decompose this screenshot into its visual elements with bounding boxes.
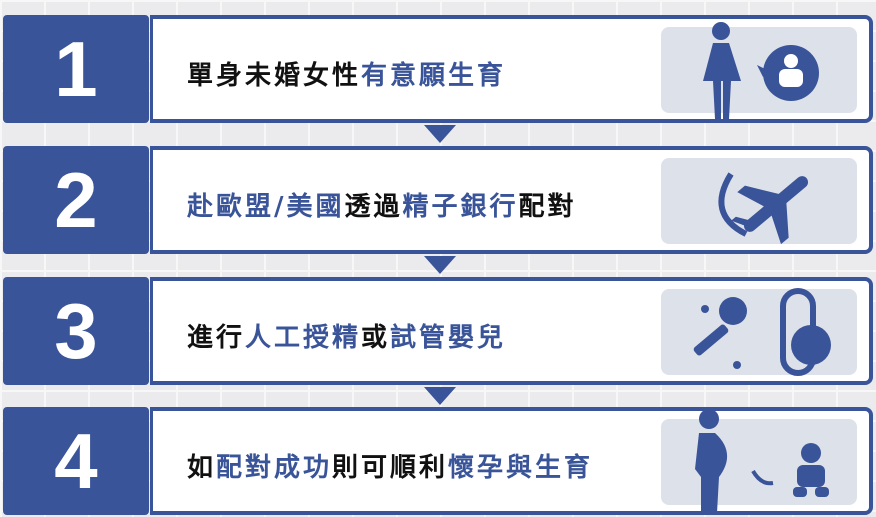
text-segment-highlight: 人工授精 xyxy=(245,323,362,353)
text-segment: 或 xyxy=(361,323,391,353)
step-card: 如配對成功則可順利懷孕與生育 xyxy=(150,407,873,515)
text-segment-highlight: 懷孕與生育 xyxy=(448,453,594,483)
down-arrow-icon xyxy=(424,125,456,143)
text-segment: 則可順利 xyxy=(332,453,449,483)
text-segment-highlight: 精子銀行 xyxy=(402,192,519,222)
step-number: 1 xyxy=(3,15,149,123)
text-segment-highlight: 有意願生育 xyxy=(361,61,507,91)
step-2: 2 赴歐盟/美國透過精子銀行配對 xyxy=(3,146,873,254)
step-text: 赴歐盟/美國透過精子銀行配對 xyxy=(187,186,577,223)
icon-panel xyxy=(661,158,857,245)
step-card: 進行人工授精或試管嬰兒 xyxy=(150,277,873,385)
icon-panel xyxy=(661,288,857,376)
airplane-icon xyxy=(718,172,809,245)
step-text: 進行人工授精或試管嬰兒 xyxy=(187,317,506,354)
step-text: 如配對成功則可順利懷孕與生育 xyxy=(187,447,593,484)
text-segment-highlight: 試管嬰兒 xyxy=(390,323,507,353)
text-segment: 如 xyxy=(187,453,217,483)
down-arrow-icon xyxy=(424,387,456,405)
text-segment: 配對 xyxy=(518,192,577,222)
woman-baby-icon xyxy=(703,22,819,119)
pregnant-baby-icon xyxy=(695,409,829,513)
step-number: 2 xyxy=(3,146,149,254)
icon-panel xyxy=(661,409,857,513)
step-number: 4 xyxy=(3,407,149,515)
icon-panel xyxy=(661,22,857,119)
text-segment-highlight: 赴歐盟/美國 xyxy=(187,192,345,222)
text-segment: 進行 xyxy=(187,323,246,353)
step-1: 1 單身未婚女性有意願生育 xyxy=(3,15,873,123)
step-4: 4 如配對成功則可順利懷孕與生育 xyxy=(3,407,873,515)
step-text: 單身未婚女性有意願生育 xyxy=(187,55,506,92)
step-card: 赴歐盟/美國透過精子銀行配對 xyxy=(150,146,873,254)
down-arrow-icon xyxy=(424,256,456,274)
insemination-ivf-icon xyxy=(693,288,831,376)
step-number: 3 xyxy=(3,277,149,385)
text-segment: 單身未婚女性 xyxy=(187,61,362,91)
text-segment: 透過 xyxy=(344,192,403,222)
text-segment-highlight: 配對成功 xyxy=(216,453,333,483)
step-card: 單身未婚女性有意願生育 xyxy=(150,15,873,123)
step-3: 3 進行人工授精或試管嬰兒 xyxy=(3,277,873,385)
